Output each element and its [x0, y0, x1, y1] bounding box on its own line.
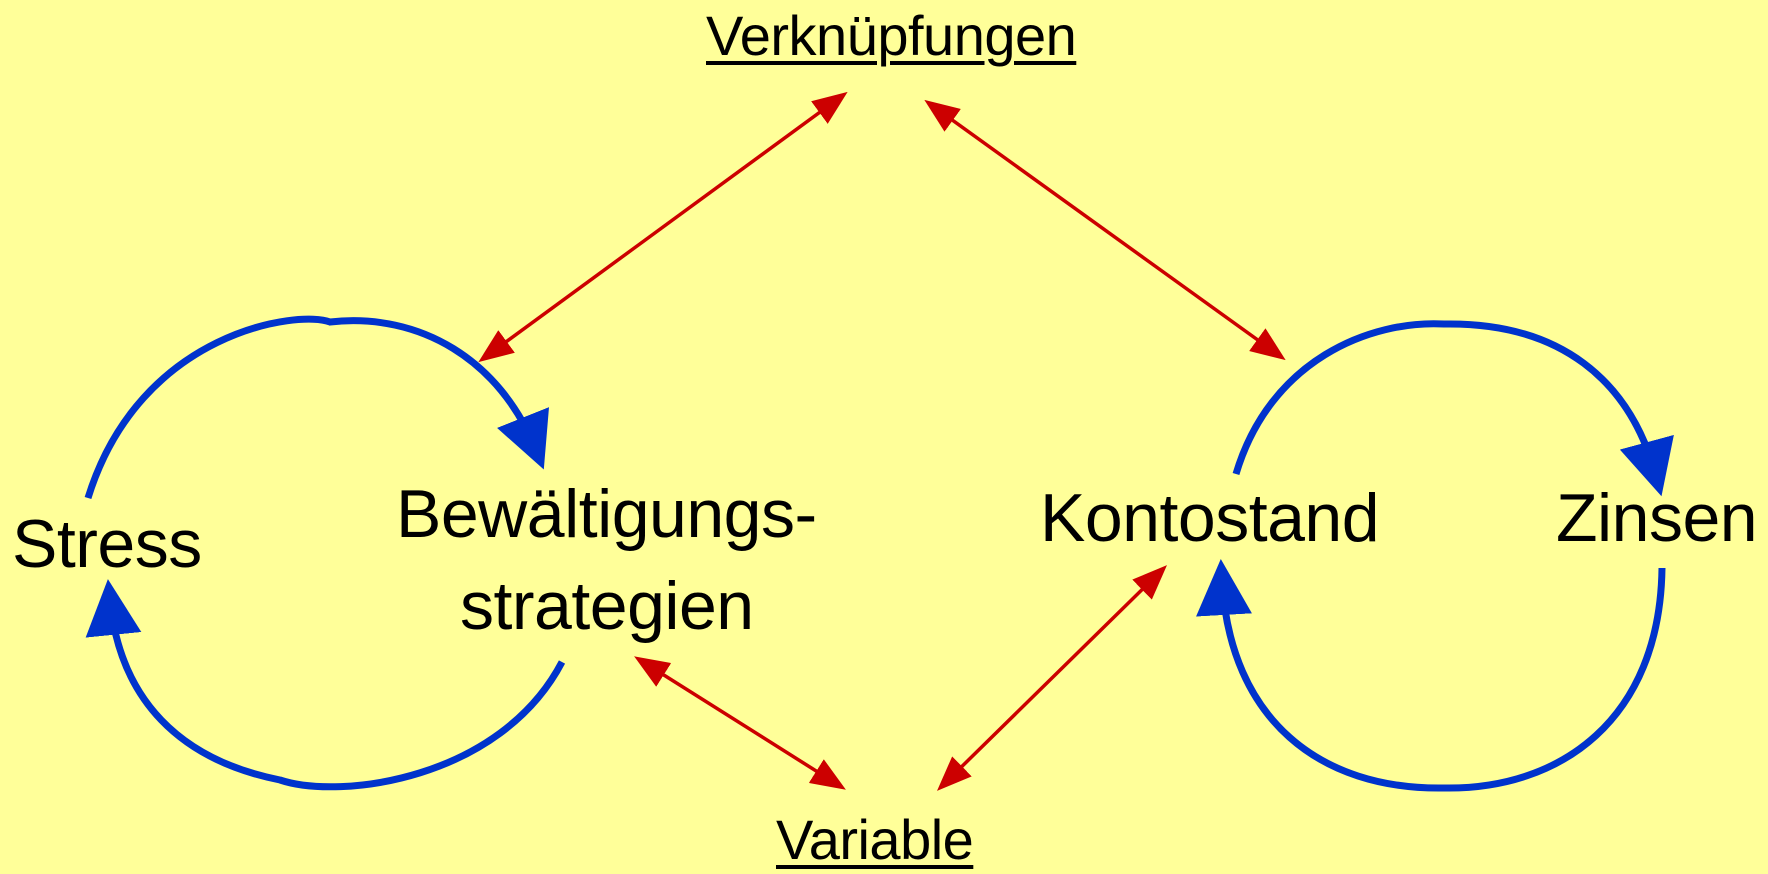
link-arrow-verknuepfungen-bewaeltigung: [478, 91, 848, 363]
node-zinsen: Zinsen: [1556, 480, 1758, 556]
loop-arrow-stress-to-bewaeltigung: [84, 315, 549, 500]
node-bewaeltigung-line1: Bewältigungs-: [396, 476, 817, 552]
link-arrow-verknuepfungen-kontostand: [924, 99, 1286, 361]
node-stress: Stress: [12, 506, 202, 582]
loop-arrow-kontostand-to-zinsen: [1232, 320, 1674, 497]
link-arrow-bewaeltigung-variable: [634, 656, 846, 790]
node-kontostand: Kontostand: [1040, 480, 1380, 556]
label-variable: Variable: [776, 808, 974, 871]
label-verknuepfungen: Verknüpfungen: [706, 4, 1077, 67]
link-arrow-kontostand-variable: [937, 565, 1167, 791]
loop-arrow-zinsen-to-kontostand: [1196, 559, 1666, 792]
node-bewaeltigung-line2: strategien: [460, 568, 754, 644]
loop-arrow-bewaeltigung-to-stress: [85, 579, 566, 791]
